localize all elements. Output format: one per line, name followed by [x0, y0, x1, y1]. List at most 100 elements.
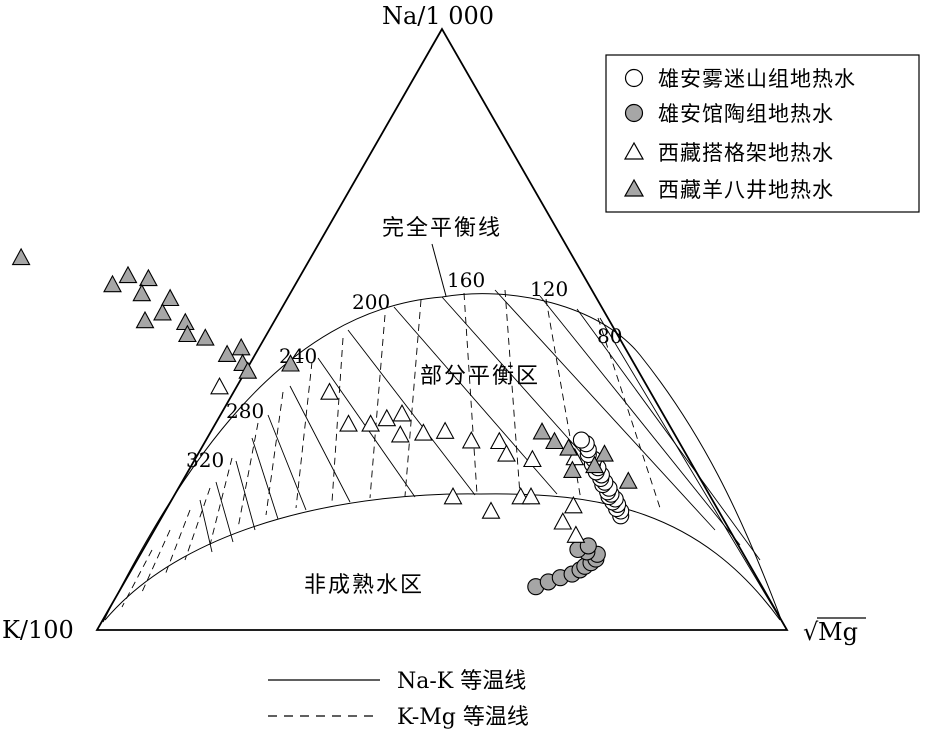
- data-point-triangle-open-6: [390, 425, 410, 443]
- data-point-triangle-filled-2: [138, 268, 158, 287]
- na-k-isotherm-260: [267, 414, 307, 511]
- k-mg-isotherm-6: [369, 314, 386, 499]
- k-mg-isotherm-11: [209, 457, 233, 546]
- data-point-triangle-filled-3: [103, 274, 122, 293]
- legend-label: 雄安雾迷山组地热水: [658, 67, 856, 91]
- k-mg-isotherm-5: [404, 299, 422, 497]
- k-mg-isotherm-15: [121, 549, 153, 608]
- data-point-triangle-filled-5: [160, 288, 180, 307]
- vertex-label-right: √ Mg: [803, 617, 866, 646]
- temp-label-280: 280: [226, 399, 264, 423]
- data-point-triangle-open-2: [320, 382, 339, 400]
- data-point-triangle-open-13: [565, 447, 585, 466]
- legend-label: 西藏羊八井地热水: [658, 178, 834, 202]
- full-equilibrium-label: 完全平衡线: [382, 216, 502, 241]
- data-point-triangle-filled-22: [545, 431, 564, 450]
- data-points: [11, 247, 638, 596]
- data-point-triangle-open-5: [392, 403, 412, 422]
- legend-item-yangbajing: 西藏羊八井地热水: [623, 178, 834, 202]
- data-point-triangle-filled-18: [585, 455, 604, 474]
- data-point-circle-open-21: [572, 431, 590, 449]
- legend-box: [605, 54, 920, 213]
- na-k-isotherm-100: [576, 308, 761, 561]
- data-point-triangle-open-3: [361, 414, 381, 432]
- full-equilibrium-curve: [102, 293, 783, 623]
- na-k-isotherm-240: [289, 385, 351, 503]
- data-point-triangle-filled-19: [562, 460, 582, 478]
- data-point-triangle-open-9: [461, 431, 481, 449]
- data-point-triangle-filled-7: [153, 303, 172, 321]
- data-point-triangle-open-7: [413, 423, 433, 441]
- data-point-triangle-open-18: [563, 495, 583, 514]
- legend-label: 雄安馆陶组地热水: [658, 102, 834, 126]
- sqrt-radical: √: [803, 618, 819, 646]
- data-point-triangle-filled-0: [11, 247, 31, 266]
- data-point-triangle-open-17: [521, 486, 541, 505]
- data-point-triangle-filled-10: [195, 328, 215, 346]
- partial-equilibrium-label: 部分平衡区: [420, 364, 540, 389]
- data-point-triangle-filled-8: [175, 312, 195, 331]
- legend-item-guantao: 雄安馆陶组地热水: [624, 102, 834, 126]
- k-mg-isotherm-7: [331, 337, 344, 503]
- k-mg-isotherm-12: [184, 487, 211, 561]
- na-k-isotherm-280: [251, 437, 279, 520]
- legend-marker-triangle-open: [623, 141, 645, 160]
- line-legend: Na-K 等温线 K-Mg 等温线: [268, 669, 529, 730]
- data-point-triangle-filled-20: [618, 471, 638, 489]
- data-point-triangle-filled-17: [595, 444, 614, 462]
- immature-water-label: 非成熟水区: [304, 573, 424, 598]
- data-point-triangle-filled-1: [118, 265, 138, 284]
- k-mg-isotherm-8: [295, 361, 313, 509]
- data-point-triangle-filled-9: [177, 324, 197, 343]
- k-mg-isotherm-3: [504, 289, 521, 496]
- data-point-triangle-open-4: [377, 408, 397, 427]
- data-point-triangle-open-1: [339, 414, 358, 432]
- data-point-triangle-open-8: [435, 421, 455, 439]
- na-k-isotherm-120: [539, 295, 741, 546]
- legend: 雄安雾迷山组地热水 雄安馆陶组地热水 西藏搭格架地热水 西藏羊八井地热水: [605, 54, 920, 213]
- full-equilibrium-leader: [431, 243, 447, 297]
- na-k-isotherms: [199, 289, 786, 628]
- data-point-triangle-open-19: [553, 512, 573, 530]
- k-mg-isotherm-4: [463, 292, 478, 495]
- data-point-triangle-open-11: [497, 444, 516, 462]
- legend-marker-triangle-filled: [623, 178, 645, 197]
- data-point-triangle-open-14: [443, 486, 463, 505]
- temp-label-200: 200: [352, 290, 390, 314]
- na-k-isotherm-80: [599, 317, 786, 628]
- data-point-triangle-filled-21: [559, 438, 579, 456]
- k-mg-isotherm-13: [164, 509, 191, 576]
- data-point-triangle-open-0: [210, 376, 229, 395]
- k-mg-isotherm-10: [237, 422, 259, 529]
- data-point-triangle-open-20: [566, 525, 586, 543]
- k-mg-isotherm-1: [597, 317, 662, 512]
- legend-item-wumishan: 雄安雾迷山组地热水: [624, 67, 856, 91]
- data-point-triangle-filled-4: [132, 283, 152, 302]
- legend-label: 西藏搭格架地热水: [658, 141, 834, 165]
- k-mg-isotherm-9: [265, 391, 284, 516]
- vertex-label-left: K/100: [2, 616, 74, 644]
- temp-label-120: 120: [530, 277, 568, 301]
- temp-label-240: 240: [279, 344, 317, 368]
- data-point-triangle-filled-16: [532, 422, 552, 440]
- k-mg-isotherms: [121, 289, 662, 608]
- data-point-triangle-filled-6: [135, 310, 155, 329]
- na-k-isotherm-140: [494, 289, 716, 531]
- data-point-triangle-filled-12: [217, 344, 237, 362]
- vertex-label-top: Na/1 000: [382, 2, 494, 30]
- data-point-triangle-filled-11: [231, 337, 251, 356]
- ternary-triangle: [95, 27, 789, 631]
- data-point-triangle-open-15: [481, 501, 501, 519]
- legend-marker-circle-filled: [624, 103, 644, 123]
- na-k-isotherm-320: [215, 481, 234, 543]
- data-point-triangle-filled-15: [281, 354, 300, 372]
- temp-label-160: 160: [447, 268, 485, 292]
- data-point-triangle-open-10: [489, 431, 509, 450]
- legend-item-dagejia: 西藏搭格架地热水: [623, 141, 834, 165]
- immature-water-boundary-curve: [104, 493, 781, 621]
- legend-marker-circle-open: [624, 68, 644, 88]
- line-legend-solid-label: Na-K 等温线: [397, 669, 526, 694]
- line-legend-dashed-label: K-Mg 等温线: [397, 705, 529, 730]
- data-point-triangle-open-12: [522, 449, 542, 468]
